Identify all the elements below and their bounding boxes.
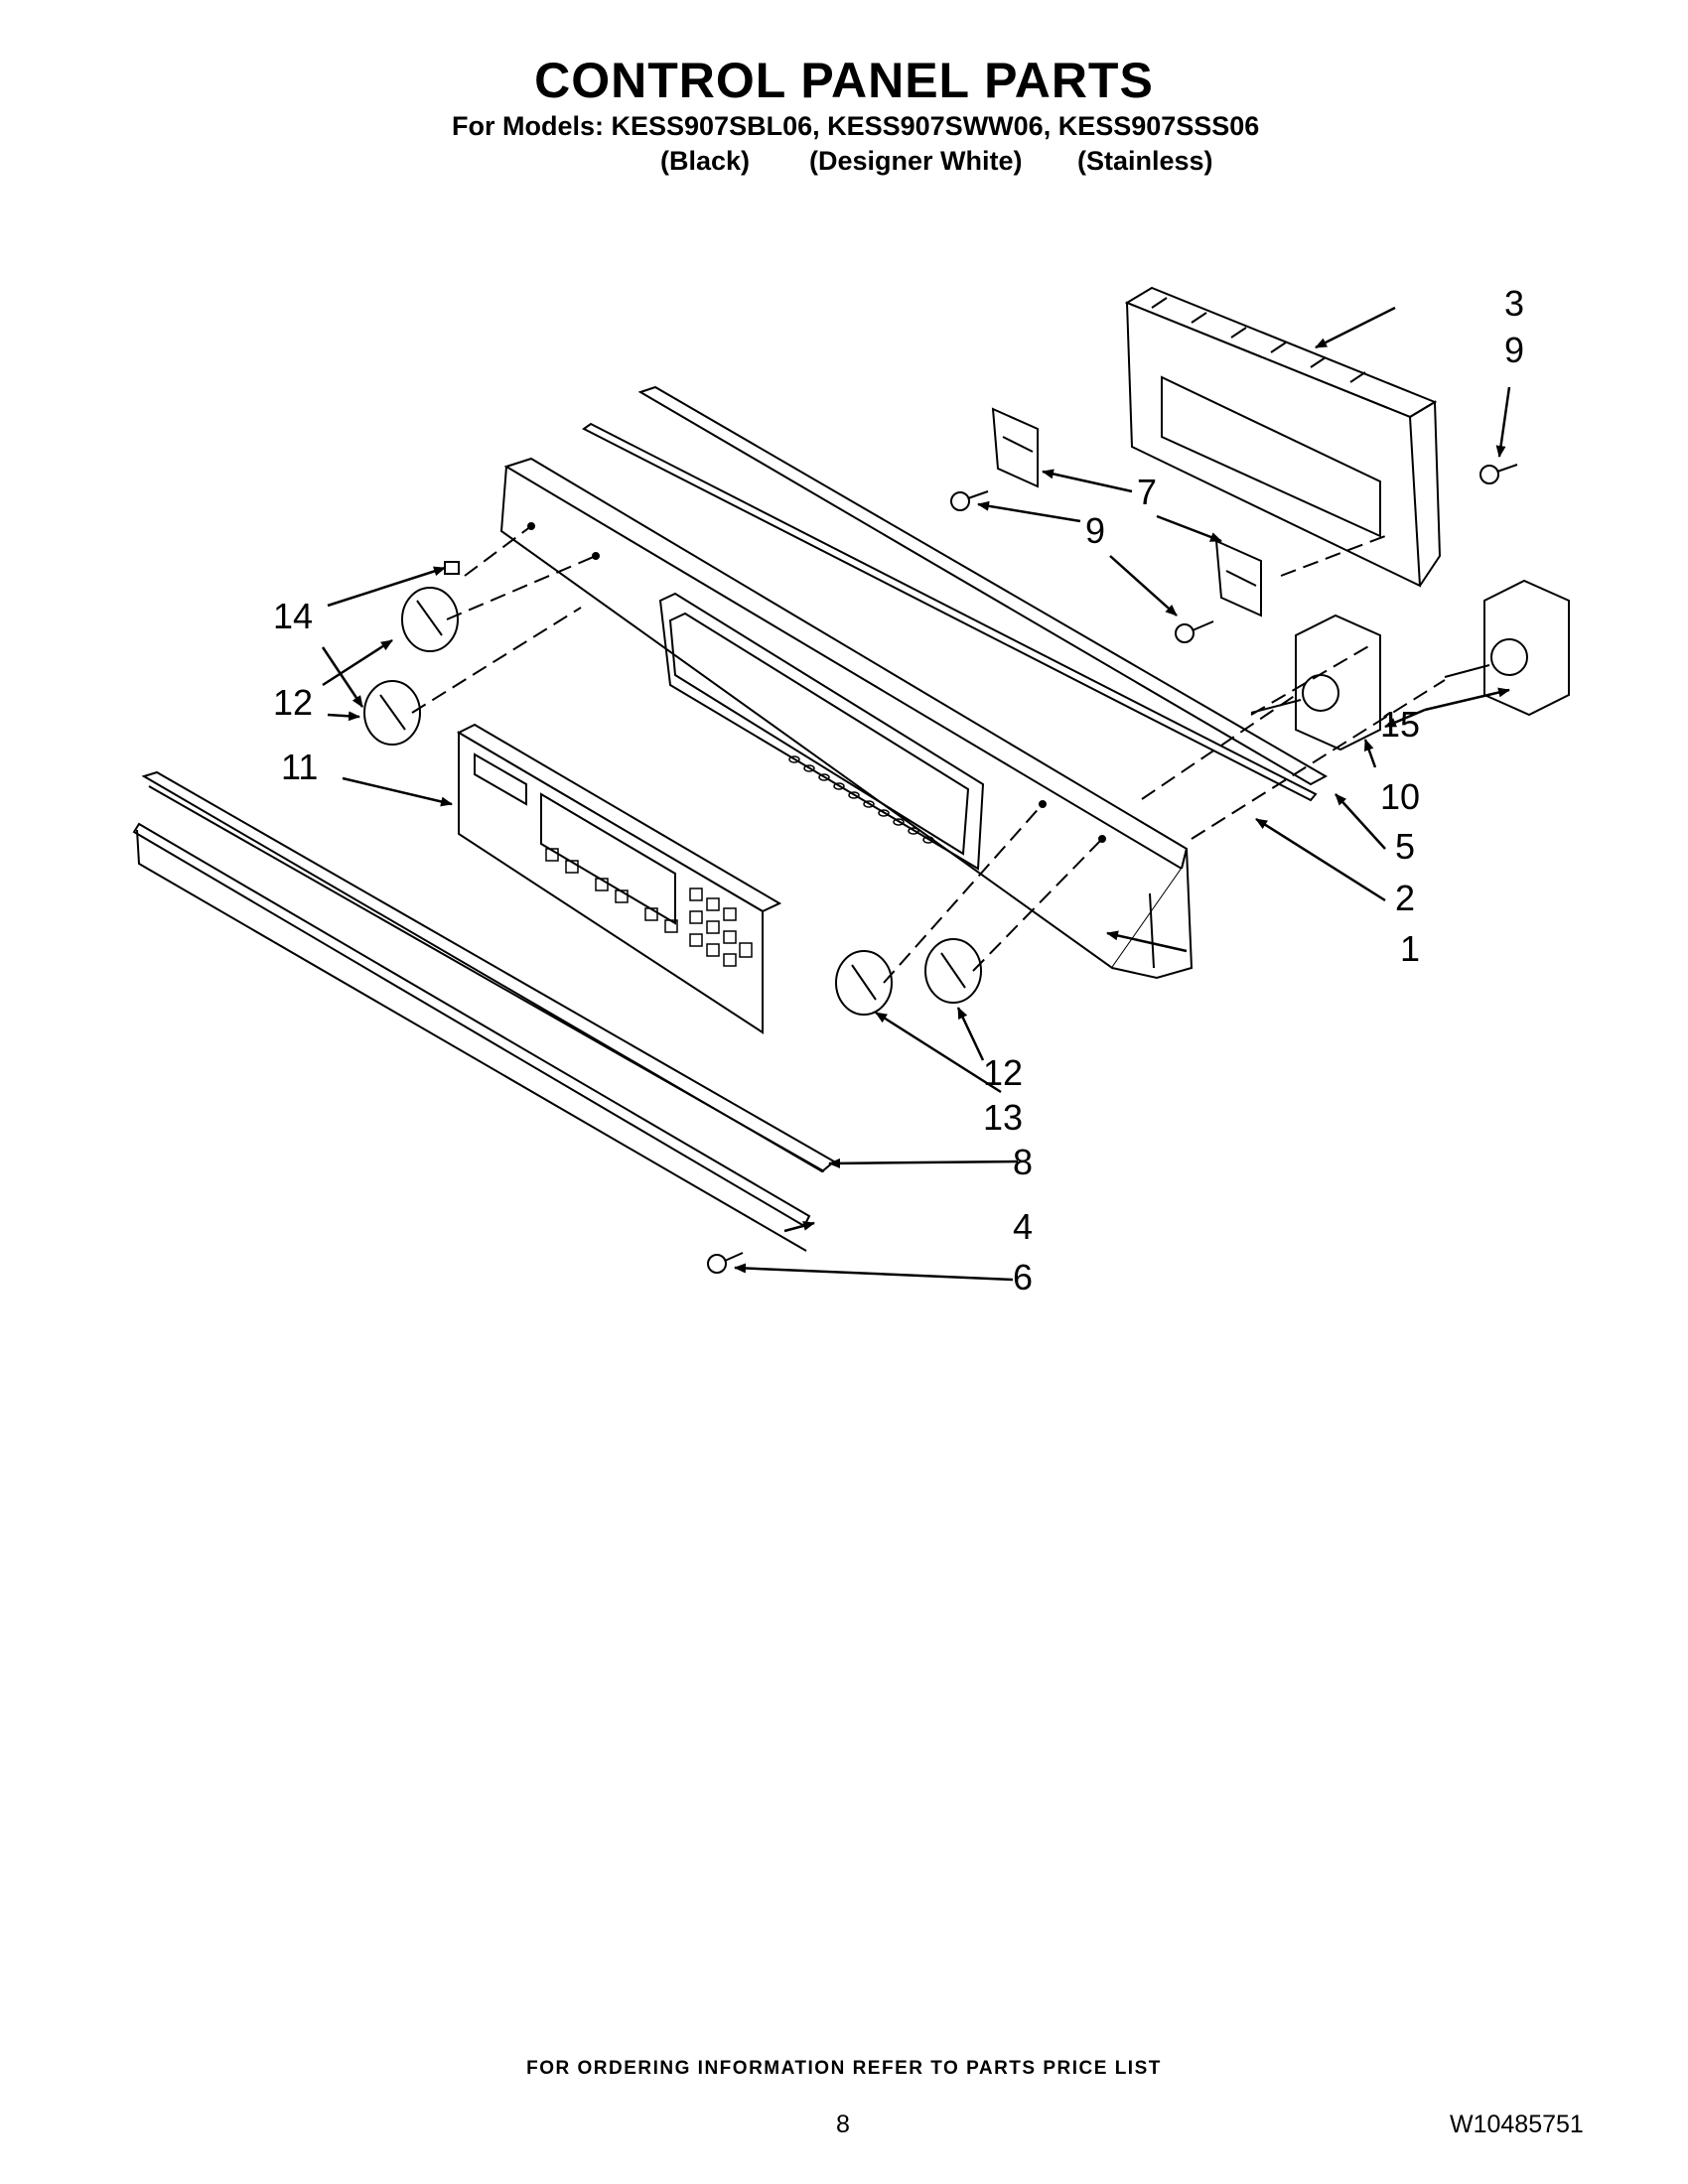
screw-9-left bbox=[950, 490, 989, 511]
trim-strip-5 bbox=[637, 385, 1329, 786]
electronic-control-board bbox=[1124, 286, 1442, 588]
trim-strip-2 bbox=[582, 422, 1318, 802]
callout-10: 10 bbox=[1380, 776, 1420, 817]
infinite-switch-right bbox=[1444, 579, 1570, 717]
variant-designer-white: (Designer White) bbox=[809, 146, 1023, 176]
screw-14 bbox=[444, 561, 460, 575]
control-overlay bbox=[456, 723, 782, 1034]
screw-6 bbox=[707, 1252, 744, 1274]
infinite-switch-left bbox=[1250, 614, 1381, 751]
lower-trim-4 bbox=[132, 822, 811, 1228]
page-number: 8 bbox=[836, 2111, 850, 2138]
callout-6: 6 bbox=[1013, 1257, 1033, 1297]
callout-7: 7 bbox=[1137, 472, 1157, 512]
callout-5: 5 bbox=[1395, 826, 1415, 867]
callout-13: 13 bbox=[983, 1097, 1023, 1138]
knob-center bbox=[835, 950, 893, 1016]
callout-8: 8 bbox=[1013, 1142, 1033, 1182]
knob-left bbox=[363, 680, 421, 746]
callout-1: 1 bbox=[1400, 928, 1420, 969]
callout-9-left: 9 bbox=[1085, 510, 1105, 551]
document-number: W10485751 bbox=[1450, 2111, 1584, 2138]
callout-2: 2 bbox=[1395, 878, 1415, 918]
bracket-lower bbox=[1214, 539, 1262, 617]
models-line: For Models: KESS907SBL06, KESS907SWW06, … bbox=[452, 111, 1260, 141]
callout-3: 3 bbox=[1504, 283, 1524, 324]
callout-14: 14 bbox=[273, 596, 313, 636]
callout-9-right: 9 bbox=[1504, 330, 1524, 370]
callout-12-bottom: 12 bbox=[983, 1052, 1023, 1093]
screw-9-right bbox=[1479, 464, 1518, 484]
knob-right bbox=[924, 938, 982, 1004]
callout-15: 15 bbox=[1380, 704, 1420, 745]
screw-9-center bbox=[1175, 620, 1214, 643]
callout-4: 4 bbox=[1013, 1206, 1033, 1247]
callout-11: 11 bbox=[281, 747, 318, 787]
console-backguard bbox=[499, 457, 1194, 980]
page-title: CONTROL PANEL PARTS bbox=[534, 53, 1154, 108]
ordering-note: FOR ORDERING INFORMATION REFER TO PARTS … bbox=[526, 2058, 1162, 2079]
bracket-upper bbox=[991, 407, 1039, 488]
variant-stainless: (Stainless) bbox=[1077, 146, 1213, 176]
callout-12-left: 12 bbox=[273, 682, 313, 723]
variant-black: (Black) bbox=[660, 146, 751, 176]
knob-upper-left bbox=[401, 587, 459, 652]
